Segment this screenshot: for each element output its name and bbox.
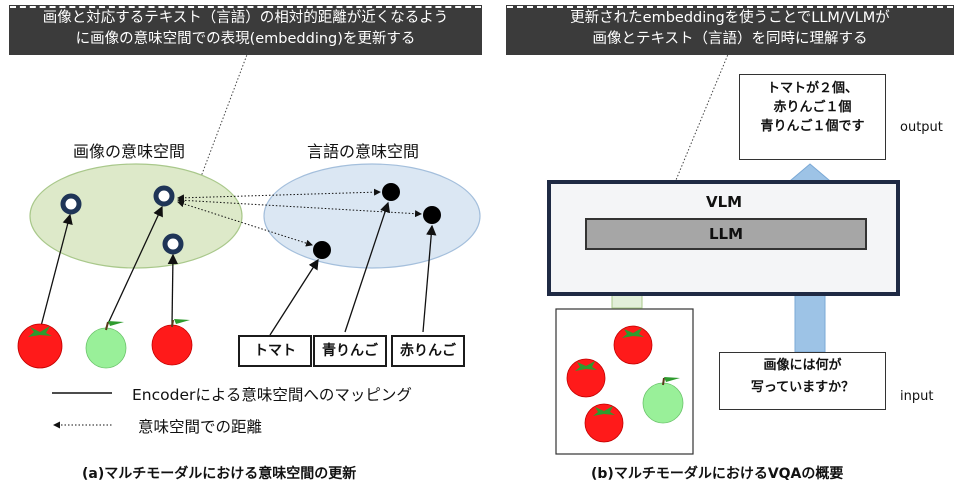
tomato-image xyxy=(17,323,63,369)
text-space-title: 言語の意味空間 xyxy=(307,142,420,161)
mapping-arrow-green-apple-image xyxy=(105,205,163,329)
left-callout-line-1: 画像と対応するテキスト（言語）の相対的距離が近くなるよう xyxy=(42,10,449,26)
right-callout-line-1: 更新されたembeddingを使うことでLLM/VLMが xyxy=(570,10,890,26)
legend-distance-text: 意味空間での距離 xyxy=(138,418,263,436)
word-box-green-apple: 青りんご xyxy=(313,335,387,367)
question-line-1: 画像には何が xyxy=(763,358,842,373)
green-apple-image xyxy=(85,321,127,369)
word-box-red-apple: 赤りんご xyxy=(391,335,465,367)
text-embedding-red-apple xyxy=(423,206,441,224)
input-tomato-3 xyxy=(584,403,624,443)
output-line-2: 赤りんご１個 xyxy=(773,100,852,115)
output-line-1: トマトが２個、 xyxy=(766,81,858,96)
output-line-3: 青りんご１個です xyxy=(760,119,865,134)
mapping-arrow-tomato-word xyxy=(269,258,319,336)
left-caption: (a)マルチモーダルにおける意味空間の更新 xyxy=(82,466,357,482)
output-answer-box: トマトが２個、 赤りんご１個 青りんご１個です xyxy=(739,74,886,160)
mapping-arrow-red-apple-word xyxy=(422,224,437,333)
question-line-2: 写っていますか？ xyxy=(750,380,855,395)
right-callout-pointer xyxy=(675,51,730,181)
text-embedding-tomato xyxy=(313,241,331,259)
left-callout-line-2: に画像の意味空間での表現(embedding)を更新する xyxy=(75,31,416,47)
image-embedding-red-apple xyxy=(162,233,184,255)
right-callout-line-2: 画像とテキスト（言語）を同時に理解する xyxy=(592,31,868,47)
word-box-tomato: トマト xyxy=(238,335,312,367)
mapping-arrow-tomato-image xyxy=(39,213,73,331)
image-space-title: 画像の意味空間 xyxy=(73,142,186,161)
image-embedding-tomato xyxy=(60,193,82,215)
image-space-ellipse xyxy=(29,163,243,269)
mapping-arrow-red-apple-image xyxy=(167,253,179,326)
right-callout: 更新されたembeddingを使うことでLLM/VLMが 画像とテキスト（言語）… xyxy=(506,5,954,55)
image-embedding-green-apple xyxy=(153,185,175,207)
input-tomato-2 xyxy=(566,358,606,398)
right-caption: (b)マルチモーダルにおけるVQAの概要 xyxy=(591,466,844,482)
distance-arrow-3 xyxy=(177,200,313,247)
mapping-arrow-green-apple-word xyxy=(344,201,391,333)
left-callout-pointer xyxy=(195,51,249,191)
legend-mapping-text: Encoderによる意味空間へのマッピング xyxy=(132,386,412,404)
vlm-label: VLM xyxy=(706,193,743,211)
output-label: output xyxy=(900,120,943,135)
llm-bar: LLM xyxy=(585,218,867,250)
red-apple-image xyxy=(151,319,193,366)
left-callout: 画像と対応するテキスト（言語）の相対的距離が近くなるよう に画像の意味空間での表… xyxy=(9,5,482,55)
text-embedding-green-apple xyxy=(382,183,400,201)
input-green-apple xyxy=(642,377,684,424)
distance-arrow-1 xyxy=(177,188,381,202)
input-tomato-1 xyxy=(613,325,653,365)
input-label: input xyxy=(900,389,934,404)
question-box: 画像には何が 写っていますか？ xyxy=(719,352,886,410)
